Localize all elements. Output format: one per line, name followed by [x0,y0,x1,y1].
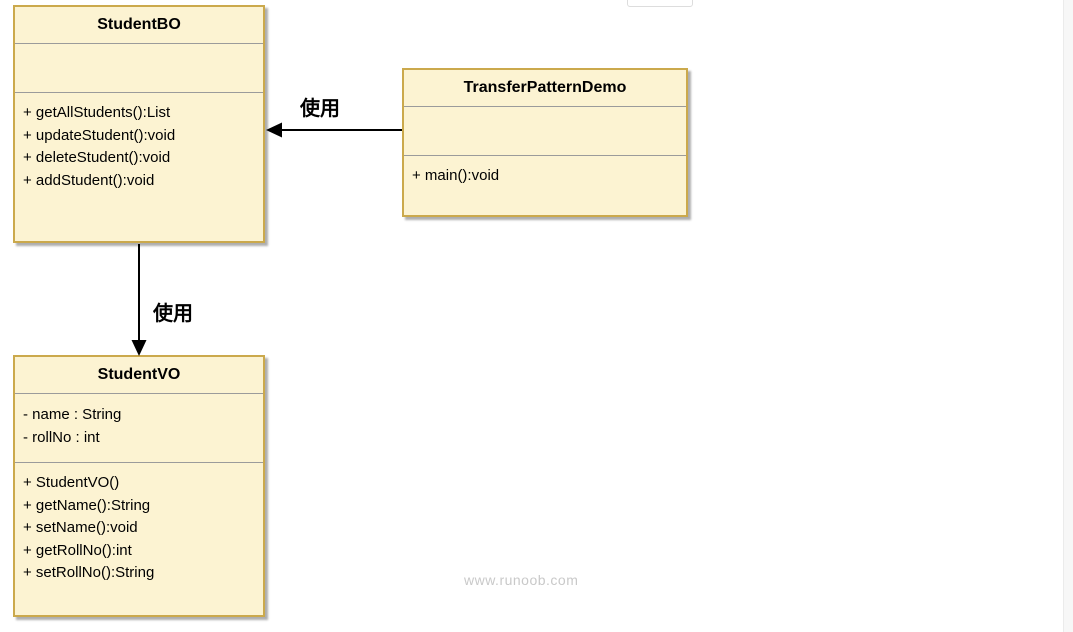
class-method: + setRollNo():String [23,564,155,581]
class-method: + getAllStudents():List [23,104,171,121]
class-title: StudentBO [15,7,263,44]
class-attributes-section [15,44,263,93]
class-methods-section: + StudentVO() + getName():String + setNa… [15,463,263,615]
arrowhead-left-icon [266,122,282,138]
use-arrow-horizontal [266,122,402,138]
class-method: + getName():String [23,496,151,514]
class-title: StudentVO [15,357,263,394]
class-title: TransferPatternDemo [404,70,686,107]
use-arrow-label: 使用 [300,98,340,120]
class-box-studentvo: StudentVO - name : String - rollNo : int… [13,355,265,617]
class-method: + getRollNo():int [23,541,132,559]
class-method: + updateStudent():void [23,126,176,144]
class-method: + deleteStudent():void [23,149,171,166]
class-methods-section: + main():void [404,156,686,215]
class-method: + StudentVO() [23,474,120,491]
class-method: + setName():void [23,519,138,536]
class-attribute: - name : String [23,406,122,423]
class-attributes-section [404,107,686,156]
class-methods-section: + getAllStudents():List + updateStudent(… [15,93,263,241]
class-method: + main():void [412,167,500,184]
use-arrow-label: 使用 [153,303,193,325]
class-box-studentbo: StudentBO + getAllStudents():List + upda… [13,5,265,243]
class-box-transferpatterndemo: TransferPatternDemo + main():void [402,68,688,217]
use-arrow-vertical [131,244,147,356]
scrollbar-track[interactable] [1063,0,1073,632]
arrowhead-down-icon [131,340,147,356]
class-attributes-section: - name : String - rollNo : int [15,394,263,463]
class-method: + addStudent():void [23,171,155,189]
class-attribute: - rollNo : int [23,428,100,446]
watermark: www.runoob.com [464,572,579,588]
partial-top-button[interactable] [627,0,693,7]
